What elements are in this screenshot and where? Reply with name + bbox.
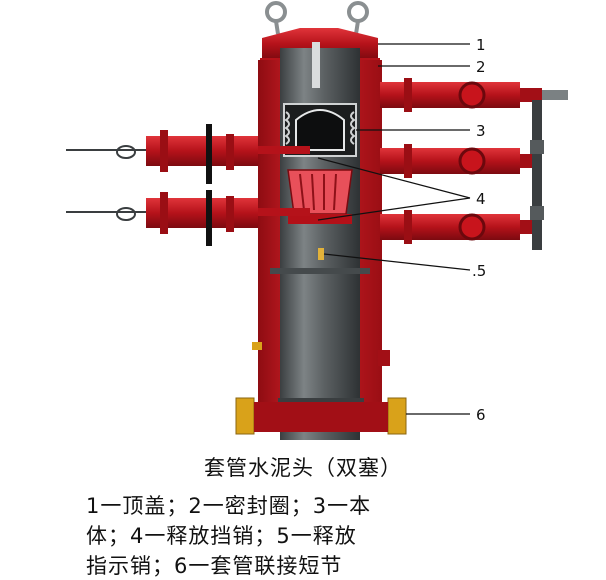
callout-6: 6 xyxy=(476,406,486,424)
release-indicator-pin xyxy=(318,248,324,260)
leader-lines xyxy=(317,43,471,415)
legend-line: 指示销；6一套管联接短节 xyxy=(86,554,343,578)
callout-4: 4 xyxy=(476,190,486,208)
casing-coupling-sub xyxy=(235,397,407,435)
right-release-assemblies xyxy=(380,78,568,250)
lower-plug xyxy=(287,169,353,224)
callout-5: .5 xyxy=(472,262,486,280)
left-inlet-lines xyxy=(66,124,310,246)
lifting-rings xyxy=(265,1,369,35)
cementing-head-diagram: 1 2 3 4 .5 6 xyxy=(66,1,568,440)
legend-line: 1一顶盖；2一密封圈；3一本 xyxy=(86,494,372,518)
callout-3: 3 xyxy=(476,122,486,140)
callout-2: 2 xyxy=(476,58,486,76)
legend-line: 体；4一释放挡销；5一释放 xyxy=(86,524,357,548)
callout-1: 1 xyxy=(476,36,486,54)
caption-title: 套管水泥头（双塞） xyxy=(204,456,402,480)
